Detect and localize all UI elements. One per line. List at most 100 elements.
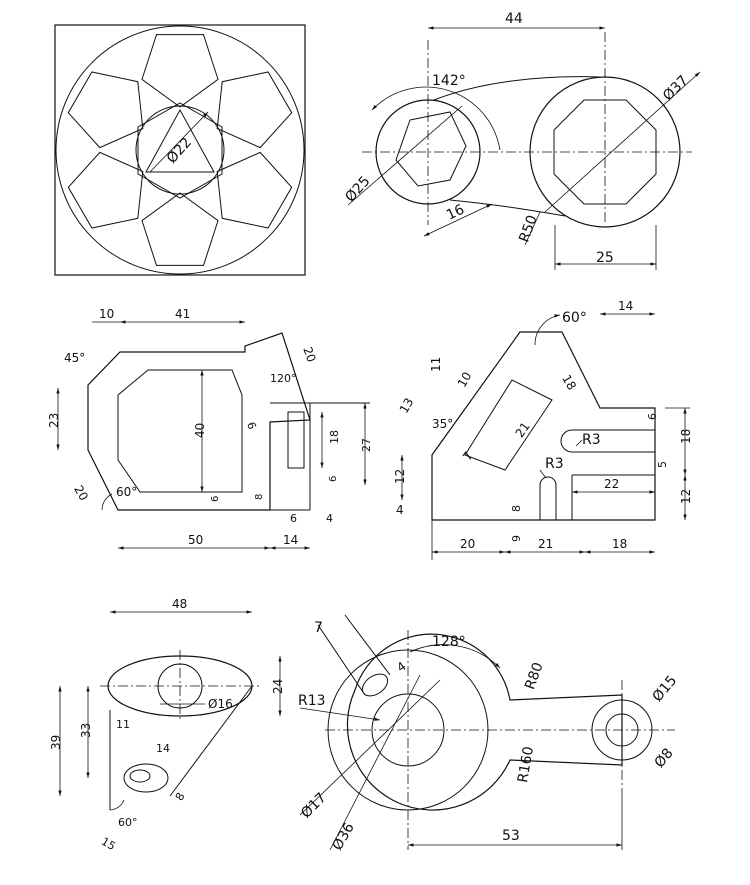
inner-circle [135, 105, 225, 195]
boss [361, 673, 389, 697]
dia8-label: Ø8 [652, 745, 677, 771]
angle-142-label: 142° [432, 73, 466, 89]
dim-53-label: 53 [502, 828, 520, 844]
pentagon [141, 34, 219, 108]
r3-notch [539, 476, 557, 520]
angle-142-arc [371, 86, 501, 151]
end-hole [605, 713, 639, 747]
r3b-leader [539, 469, 547, 479]
dim-10-label: 10 [99, 307, 114, 321]
angle-60-arc [109, 799, 125, 811]
bottom-hole [129, 769, 151, 783]
drawing-link: 44 142° Ø37 Ø25 16 R50 25 [342, 11, 701, 270]
angle-128-label: 128° [432, 634, 466, 650]
dim-22-label: 22 [604, 477, 619, 491]
dim-14-label: 14 [283, 533, 298, 547]
octagon [553, 99, 657, 205]
r3a-label: R3 [582, 432, 601, 448]
dia25-leader [347, 105, 463, 206]
dim-16-label: 16 [444, 202, 467, 224]
pentagon-ring [67, 34, 293, 266]
r13-leader [299, 707, 381, 721]
slot [287, 411, 305, 469]
dim-41-label: 41 [175, 307, 190, 321]
arm-line-a [317, 624, 366, 696]
dim-5-label: 5 [656, 461, 669, 468]
pentagon [216, 71, 293, 149]
right-circle [529, 76, 681, 228]
dim-7-label: 7 [314, 620, 323, 636]
dim-21b-label: 21 [538, 537, 553, 551]
dim-6-label: 6 [244, 420, 259, 431]
drawing-lever: 7 4 128° R80 Ø15 R13 R160 Ø8 Ø17 Ø36 53 [298, 614, 680, 853]
dim-23-label: 23 [47, 413, 61, 428]
angle-60-arc [534, 314, 561, 346]
dia16-label: Ø16 [208, 697, 233, 711]
lower-arc [449, 199, 566, 217]
dim-48-label: 48 [172, 597, 187, 611]
dim-6d-label: 6 [290, 512, 297, 525]
drawing-bracket: 60° 14 11 10 18 13 35° 21 7 R3 6 18 12 R… [393, 299, 693, 560]
r50-label: R50 [516, 213, 540, 244]
r13-label: R13 [298, 693, 326, 709]
dim-21-label: 21 [512, 420, 532, 441]
r3a-leader [575, 439, 583, 447]
angle-35-label: 35° [432, 417, 453, 431]
pentagon [141, 192, 219, 266]
dim-8-label: 8 [254, 494, 265, 500]
hexagon [137, 102, 223, 199]
bottom-ellipse [123, 763, 169, 793]
plate-inner [117, 369, 243, 493]
r80-label: R80 [522, 660, 546, 691]
pentagon [216, 151, 293, 229]
rosette-outer-circle [55, 25, 305, 275]
dim-24-label: 24 [271, 679, 285, 694]
dim-14-label: 14 [156, 742, 170, 755]
dim-39-label: 39 [49, 735, 63, 750]
dim-14-label: 14 [618, 299, 633, 313]
dim-16 [423, 203, 493, 237]
dim-8-label: 8 [173, 790, 188, 803]
dim-13-label: 13 [397, 395, 417, 415]
lever-outline [346, 633, 623, 811]
dim-12b-label: 12 [679, 489, 693, 504]
dim-4-label: 4 [326, 512, 333, 525]
angle-128-arc [409, 644, 501, 669]
angle-45-label: 45° [64, 351, 85, 365]
dia17-leader [299, 679, 441, 816]
pentagon [67, 71, 144, 149]
dim-50-label: 50 [188, 533, 203, 547]
angled-slot [464, 379, 553, 471]
arm-line-b [344, 614, 391, 676]
angle-60-arc [101, 493, 113, 511]
inner-triangle [145, 108, 215, 173]
dia37-label: Ø37 [660, 73, 692, 105]
dim-40-label: 40 [193, 423, 207, 438]
dim-6b-label: 6 [328, 476, 339, 482]
dim-10-label: 10 [455, 369, 475, 389]
dim-20-label: 20 [460, 537, 475, 551]
drawing-ellipse-bracket: 48 Ø16 24 39 33 11 14 8 60° 15 [49, 597, 285, 853]
dim-18a-label: 18 [559, 372, 579, 392]
pentagon [67, 151, 144, 229]
angle-60-label: 60° [562, 310, 587, 326]
drawing-rosette: Ø22 [54, 24, 306, 276]
dia17-label: Ø17 [298, 790, 330, 822]
dim-20a-label: 20 [300, 345, 318, 364]
r50-leader [524, 211, 541, 246]
drawing-plate: 41 10 45° 20 120° 6 23 40 18 27 6 20 60°… [47, 307, 373, 550]
dim-11-label: 11 [116, 718, 130, 731]
dia22-leader [149, 111, 209, 173]
angle-60-label: 60° [118, 816, 138, 829]
dia36-label: Ø36 [330, 820, 358, 853]
dim-27-label: 27 [360, 438, 373, 452]
upper-tangent [433, 76, 601, 101]
dim-11-label: 11 [429, 357, 443, 372]
left-hexagon [395, 111, 467, 187]
dim-12a-label: 12 [393, 469, 407, 484]
dim-9-label: 9 [510, 535, 523, 542]
dim-15-label: 15 [99, 835, 118, 853]
r160-label: R160 [515, 745, 537, 784]
dim-8-label: 8 [510, 505, 523, 512]
angle-120-label: 120° [270, 372, 297, 385]
